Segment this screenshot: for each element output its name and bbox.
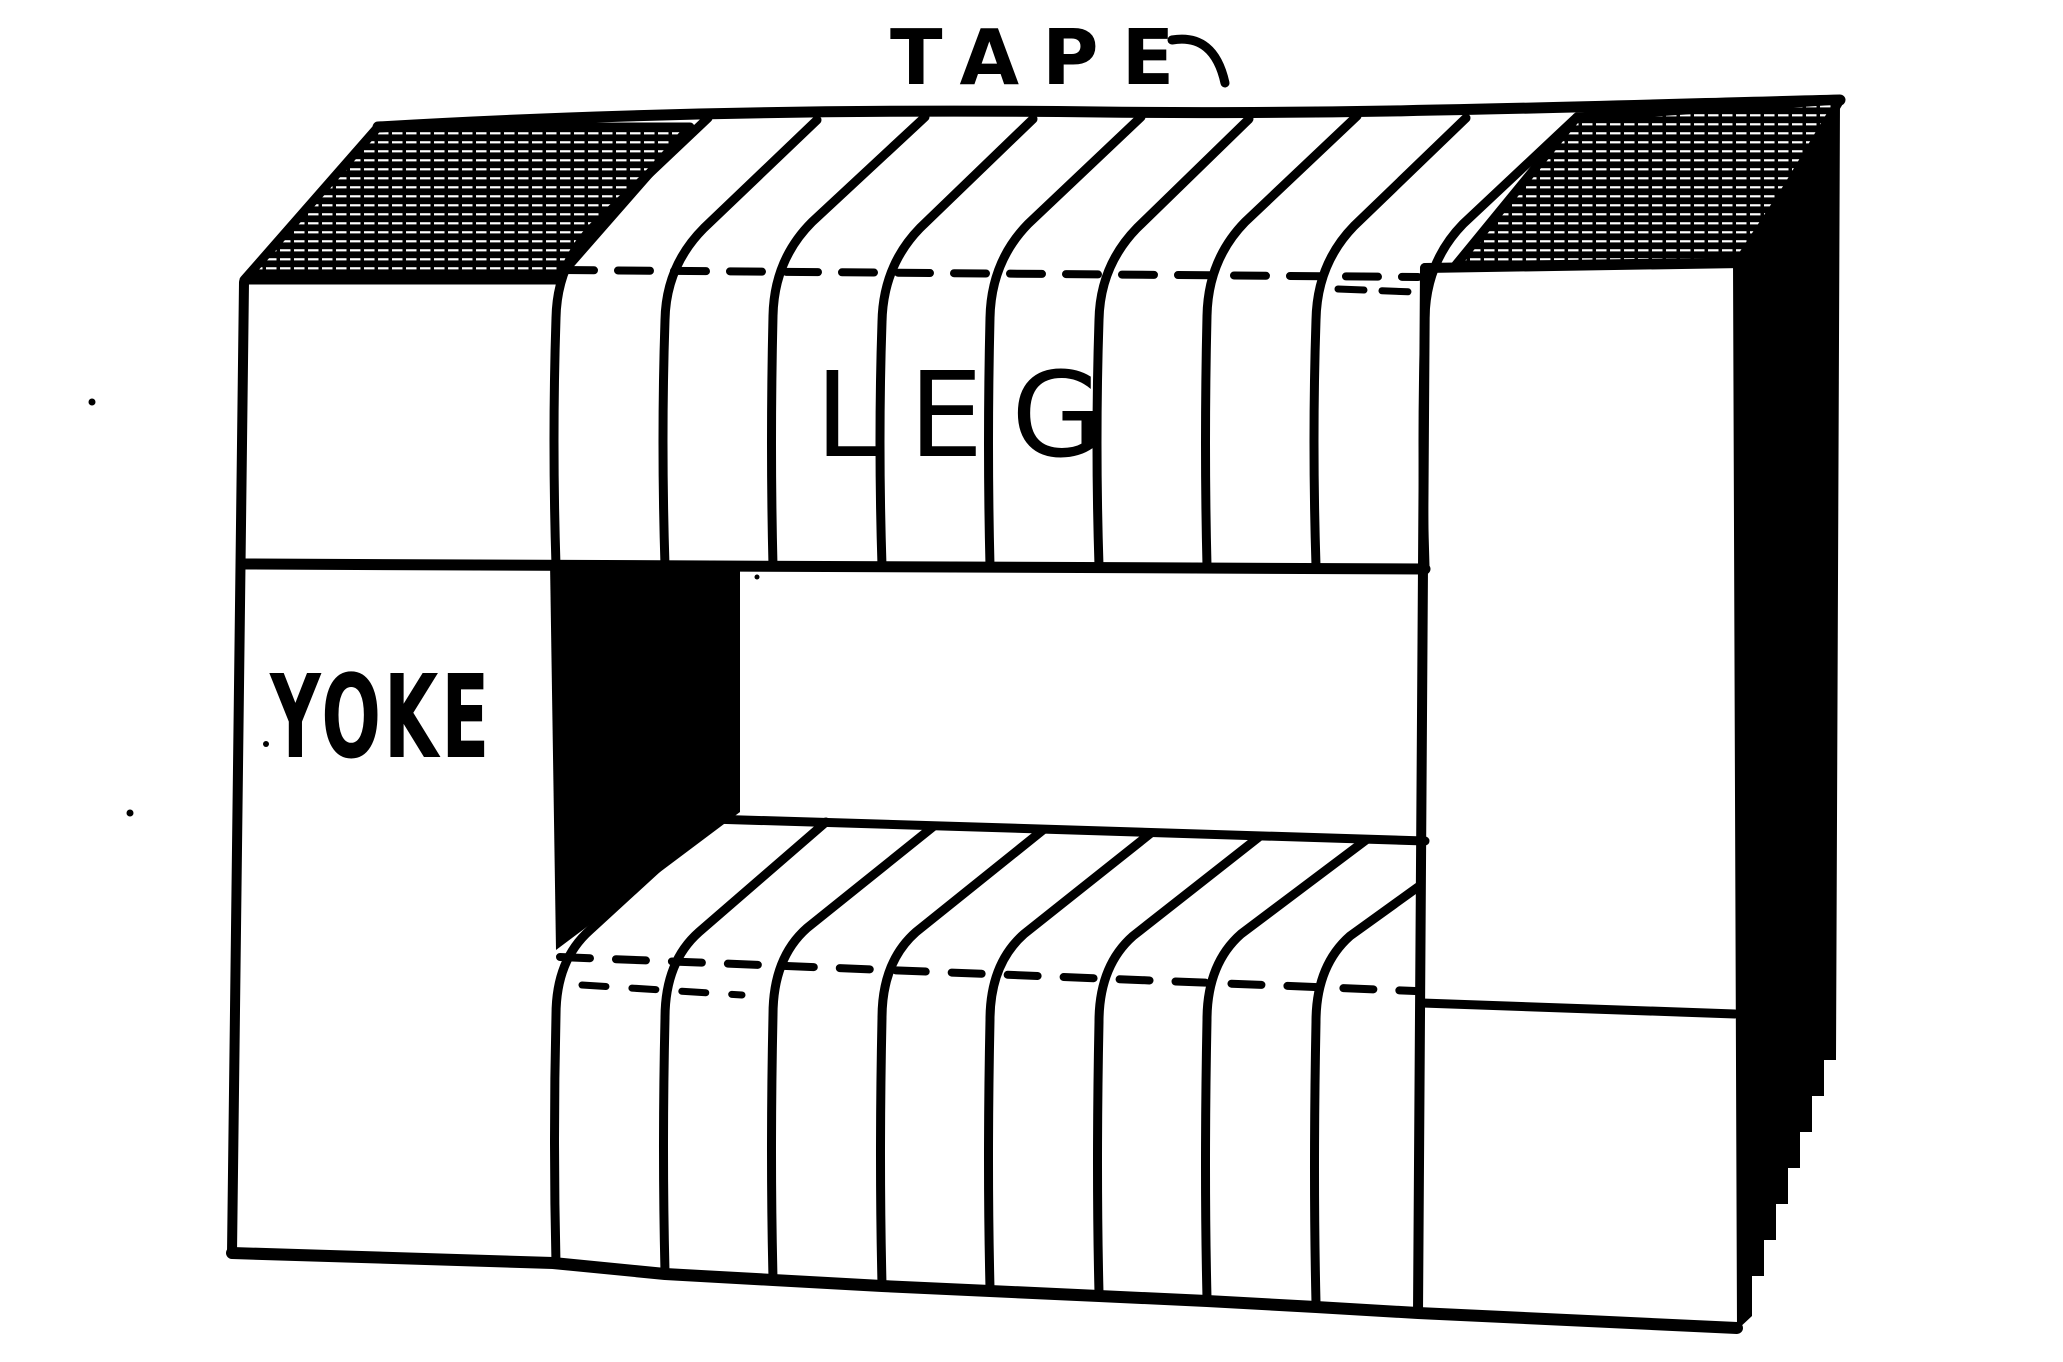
paper-speck [88, 398, 96, 406]
tape-strip-edge [659, 817, 831, 1277]
paper-speck [126, 809, 134, 817]
window-opening-shadow [550, 562, 740, 950]
ink-specks [88, 398, 760, 817]
tape-strip-edge [1092, 114, 1254, 571]
right-yoke [1413, 95, 1845, 1330]
label-tape: TAPE [890, 14, 1197, 103]
tape-strip-edge [658, 115, 822, 571]
tape-strip-edge [549, 113, 713, 571]
label-yoke: YOKE [269, 652, 492, 785]
tape-strip-edge [1093, 832, 1264, 1298]
tape-strip-edge [1310, 882, 1423, 1308]
tape-strip-edge [1309, 113, 1471, 571]
window-top-edge [238, 558, 1431, 575]
right-yoke-left-edge [1413, 263, 1430, 1318]
tape-strip-edge [875, 114, 1038, 571]
hidden-edge-dashed [556, 953, 1419, 995]
tape-pointer-icon [1167, 34, 1230, 88]
tape-strip-edge [1201, 111, 1362, 571]
tape-strip-edge [984, 828, 1156, 1293]
label-leg: LEG [815, 346, 1131, 484]
paper-speck [263, 741, 269, 747]
hidden-edge-dashed [578, 981, 746, 999]
tape-strip-edge [767, 821, 939, 1283]
core-bottom-edge [226, 1247, 1743, 1334]
bottom-leg-tape-strips [226, 814, 1743, 1334]
tape-strip-edge [767, 112, 930, 571]
tape-strip-edge [876, 825, 1048, 1289]
hidden-edge-dashed [558, 266, 1422, 281]
right-yoke-top-edge [1420, 258, 1748, 273]
right-yoke-mid-line [1417, 998, 1740, 1019]
core-top-back-edge [372, 94, 1846, 133]
labels: TAPE LEG YOKE [269, 14, 1230, 785]
left-yoke-left-edge [227, 277, 249, 1258]
tape-strip-edge [550, 815, 715, 1269]
right-yoke-side-face [1733, 100, 1840, 1330]
tape-strip-edge [1201, 835, 1371, 1303]
hidden-edge-dashed [1334, 285, 1418, 296]
tape-strip-edge [984, 112, 1146, 571]
paper-speck [754, 574, 760, 580]
bottom-leg-back-edge [705, 814, 1430, 846]
